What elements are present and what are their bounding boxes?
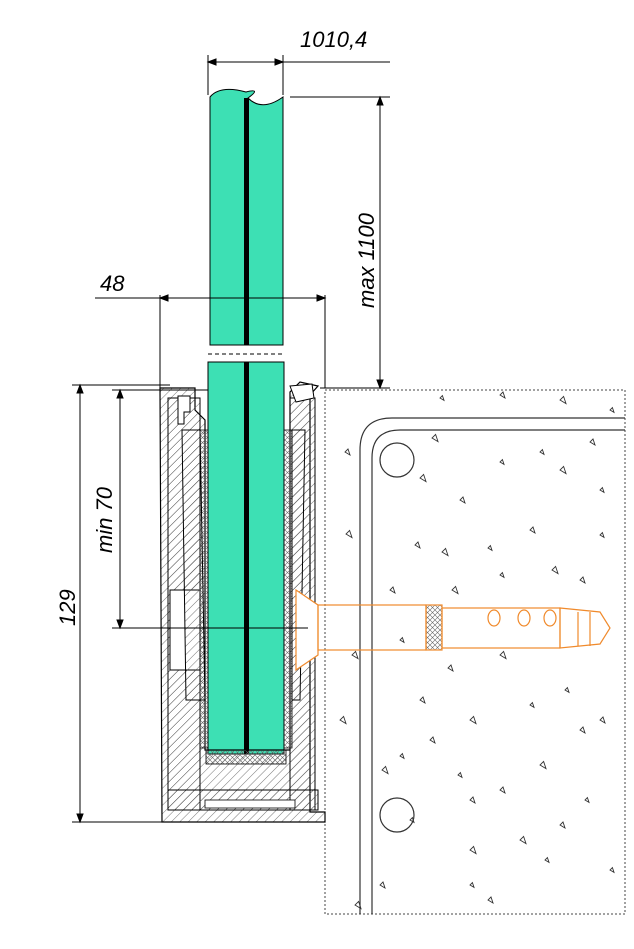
aggregate-mark: [529, 701, 535, 709]
aggregate-mark: [459, 496, 466, 505]
dimension-lines: [72, 55, 390, 824]
aggregate-mark: [419, 473, 427, 483]
glass-panel: [207, 88, 285, 755]
dimension-embed-depth: min 70: [92, 486, 117, 553]
rebar-top: [379, 442, 415, 478]
aggregate-mark: [539, 760, 547, 770]
dimension-glass-height: max 1100: [354, 212, 379, 308]
dimension-profile-width: 48: [100, 271, 125, 296]
aggregate-mark: [439, 394, 445, 402]
aggregate-mark: [469, 796, 476, 805]
aggregate-mark: [579, 576, 586, 585]
aggregate-mark: [469, 845, 477, 855]
aluminium-profile: [159, 381, 326, 823]
dimension-glass-thickness: 1010,4: [300, 27, 367, 52]
aggregate-mark: [599, 716, 606, 725]
aggregate-mark: [559, 821, 566, 830]
aggregate-mark: [579, 726, 586, 735]
aggregate-mark: [431, 433, 439, 443]
aggregate-mark: [589, 438, 596, 447]
aggregate-mark: [351, 650, 359, 660]
anchor-bolt: [295, 588, 611, 672]
aggregate-mark: [551, 565, 559, 575]
aggregate-mark: [469, 881, 475, 889]
aggregate-mark: [381, 765, 389, 775]
aggregate-mark: [419, 696, 426, 705]
aggregate-mark: [564, 686, 570, 694]
aggregate-mark: [529, 526, 536, 535]
aggregate-mark: [344, 448, 351, 457]
aggregate-mark: [345, 529, 353, 539]
concrete-aggregate: [339, 391, 615, 910]
aggregate-mark: [429, 736, 436, 745]
aggregate-mark: [499, 571, 505, 579]
aggregate-mark: [559, 465, 567, 475]
aggregate-mark: [559, 395, 567, 405]
aggregate-mark: [441, 547, 449, 557]
aggregate-mark: [409, 816, 415, 824]
aggregate-mark: [487, 544, 493, 552]
aggregate-mark: [544, 856, 550, 864]
aggregate-mark: [609, 866, 615, 874]
aggregate-mark: [399, 636, 405, 644]
aggregate-mark: [487, 896, 494, 905]
aggregate-mark: [539, 448, 545, 456]
aggregate-mark: [599, 486, 605, 494]
aggregate-mark: [399, 752, 405, 760]
aggregate-mark: [447, 664, 454, 673]
aggregate-mark: [339, 715, 347, 725]
dimension-profile-height: 129: [55, 589, 80, 626]
aggregate-mark: [414, 541, 421, 550]
aggregate-mark: [354, 900, 362, 910]
aggregate-mark: [499, 786, 506, 795]
aggregate-mark: [609, 406, 615, 414]
rebar-bottom: [379, 797, 415, 833]
concrete-slab: [324, 389, 626, 915]
aggregate-mark: [499, 391, 506, 400]
aggregate-mark: [389, 586, 396, 595]
aggregate-mark: [469, 715, 477, 725]
aggregate-mark: [451, 585, 459, 595]
aggregate-mark: [457, 771, 463, 779]
aggregate-mark: [499, 458, 505, 466]
aggregate-mark: [584, 796, 590, 804]
aggregate-mark: [499, 650, 507, 660]
aggregate-mark: [599, 531, 605, 539]
aggregate-mark: [519, 835, 527, 845]
aggregate-mark: [379, 881, 386, 890]
